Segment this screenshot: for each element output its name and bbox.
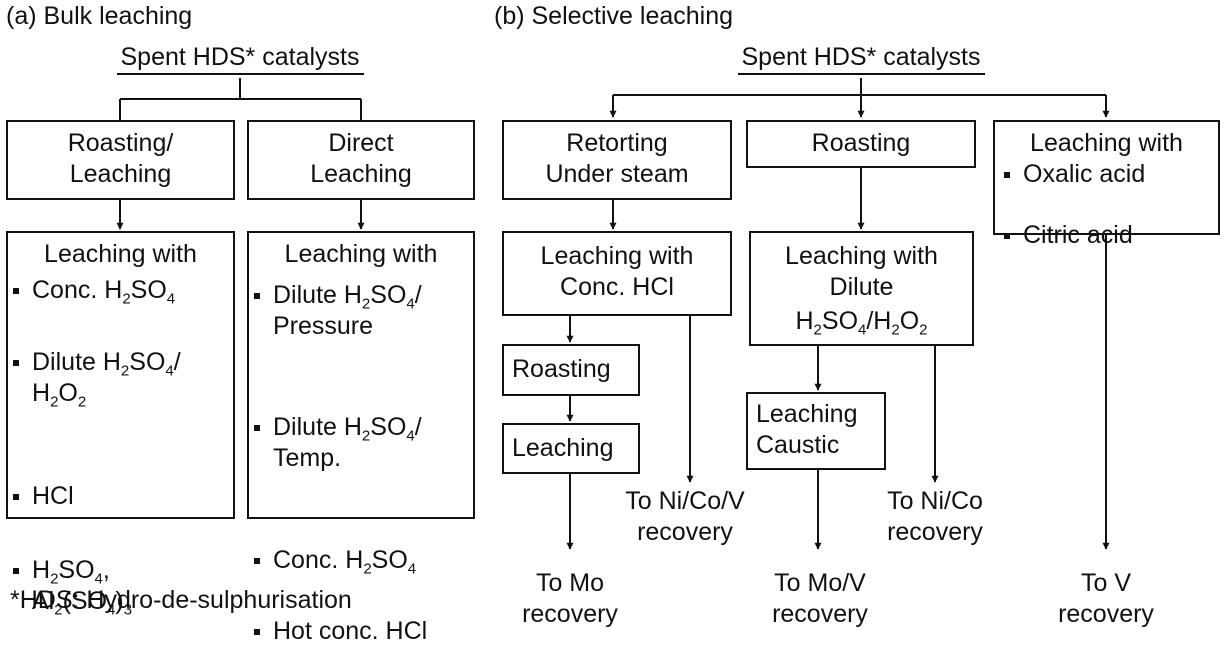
- footnote: *HDS: Hydro-de-sulphurisation: [10, 586, 352, 614]
- connector-lines: [116, 78, 1110, 550]
- oxalic-heading: Leaching with: [1030, 129, 1183, 157]
- output-ni-co-v-line1: To Ni/Co/V: [625, 487, 745, 515]
- panel-a-root: Spent HDS* catalysts: [90, 42, 390, 75]
- output-ni-co-line1: To Ni/Co: [887, 487, 983, 515]
- bulk-right-list-box: Leaching with Dilute H2SO4/Pressure Dilu…: [247, 231, 475, 645]
- output-ni-co-line2: recovery: [887, 518, 983, 546]
- bulk-left-list-box: Leaching with Conc. H2SO4 Dilute H2SO4/H…: [6, 231, 235, 617]
- dilute-line3: H2SO4/H2O2: [795, 307, 928, 339]
- dilute-line2: Dilute: [829, 273, 894, 301]
- caustic-line2: Caustic: [756, 431, 840, 459]
- roasting-mid-label: Roasting: [811, 129, 911, 157]
- hcl-line1: Leaching with: [540, 242, 694, 270]
- output-v-line1: To V: [1080, 569, 1132, 597]
- direct-leaching-line1: Direct: [328, 129, 394, 157]
- output-mo-v: To Mo/V recovery: [755, 568, 885, 630]
- output-v: To V recovery: [1040, 568, 1172, 630]
- panel-b-title: (b) Selective leaching: [494, 2, 734, 30]
- output-ni-co-v-line2: recovery: [637, 518, 733, 546]
- oxalic-box: Leaching with Oxalic acid Citric acid: [993, 120, 1220, 249]
- retorting-box: Retorting Under steam: [502, 120, 732, 200]
- left-list-item-h2so4-al2so43: H2SO4,Al2(SO4)3: [10, 555, 235, 617]
- panel-b-root: Spent HDS* catalysts: [711, 42, 1011, 75]
- output-mo-v-line2: recovery: [772, 600, 868, 628]
- dilute-leach-box: Leaching with Dilute H2SO4/H2O2: [749, 231, 974, 346]
- roasting-mid-box: Roasting: [746, 120, 976, 168]
- right-list-heading: Leaching with: [284, 240, 438, 268]
- roasting-small-box: Roasting: [502, 344, 640, 396]
- roasting-leaching-box: Roasting/ Leaching: [6, 120, 235, 200]
- left-list-heading: Leaching with: [44, 240, 197, 268]
- hcl-line2: Conc. HCl: [560, 273, 674, 301]
- direct-leaching-box: Direct Leaching: [247, 120, 475, 200]
- oxalic-item-oxalic: Oxalic acid: [1001, 159, 1224, 190]
- roasting-small-label: Roasting: [512, 355, 611, 383]
- right-list-item-conc-h2so4: Conc. H2SO4: [251, 545, 475, 576]
- hcl-leach-box: Leaching with Conc. HCl: [502, 231, 732, 316]
- panel-a-title: (a) Bulk leaching: [6, 2, 193, 30]
- output-ni-co-v: To Ni/Co/V recovery: [600, 486, 770, 548]
- left-list-item-dilute-h2so4-h2o2: Dilute H2SO4/H2O2: [10, 347, 235, 409]
- left-list-item-hcl: HCl: [10, 481, 235, 512]
- output-mo-line1: To Mo: [535, 569, 605, 597]
- leaching-flowchart: (a) Bulk leaching Spent HDS* catalysts R…: [6, 2, 1220, 645]
- caustic-line1: Leaching: [756, 400, 858, 428]
- output-ni-co: To Ni/Co recovery: [860, 486, 1010, 548]
- output-mo-line2: recovery: [522, 600, 618, 628]
- direct-leaching-line2: Leaching: [310, 160, 412, 188]
- right-list-item-hot-hcl: Hot conc. HCl: [251, 616, 475, 647]
- oxalic-item-citric: Citric acid: [1001, 220, 1224, 251]
- caustic-box: Leaching Caustic: [746, 392, 886, 470]
- roasting-leaching-line2: Leaching: [69, 160, 172, 188]
- retorting-line1: Retorting: [566, 129, 668, 157]
- panel-b-root-label: Spent HDS* catalysts: [737, 43, 985, 75]
- output-mo: To Mo recovery: [505, 568, 635, 630]
- right-list-item-dilute-temp: Dilute H2SO4/Temp.: [251, 412, 475, 474]
- output-v-line2: recovery: [1058, 600, 1154, 628]
- panel-a-root-label: Spent HDS* catalysts: [116, 43, 364, 75]
- roasting-leaching-line1: Roasting/: [67, 129, 174, 157]
- leaching-small-box: Leaching: [502, 423, 640, 474]
- leaching-small-label: Leaching: [512, 434, 614, 462]
- dilute-line1: Leaching with: [785, 242, 938, 270]
- right-list-item-dilute-pressure: Dilute H2SO4/Pressure: [251, 280, 475, 342]
- left-list-item-conc-h2so4: Conc. H2SO4: [10, 275, 235, 306]
- retorting-line2: Under steam: [545, 160, 689, 188]
- output-mo-v-line1: To Mo/V: [774, 569, 866, 597]
